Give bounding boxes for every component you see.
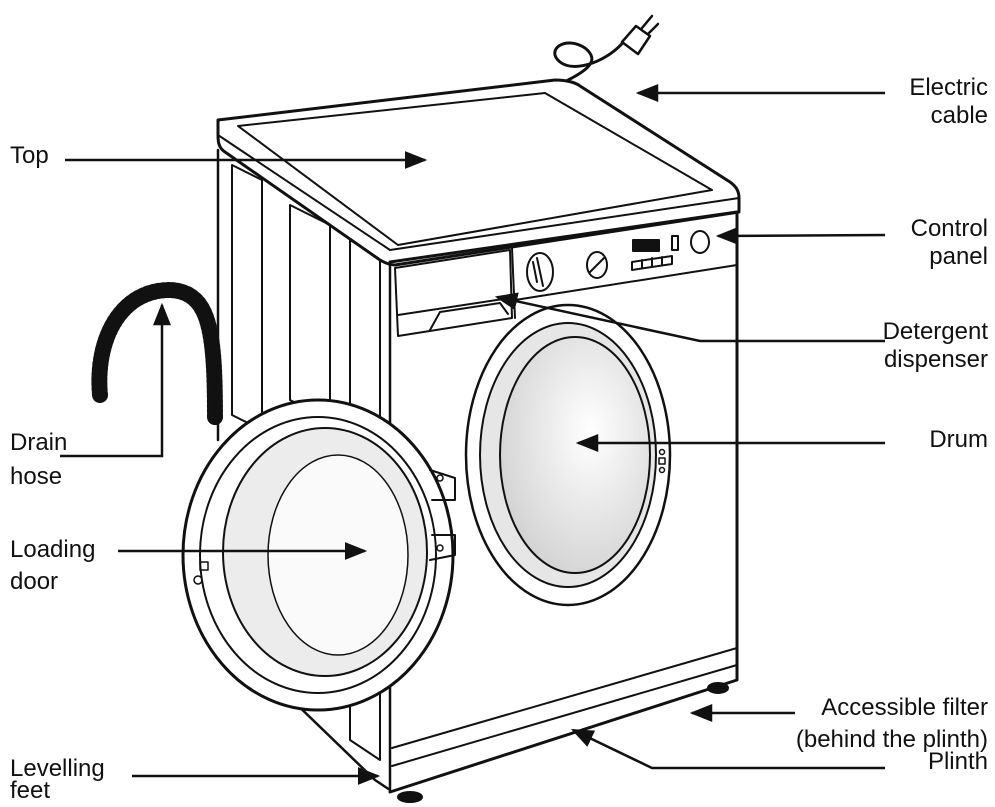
label-line: Loading xyxy=(10,536,96,563)
label-accessible-filter: Accessible filter (behind the plinth) xyxy=(796,692,988,756)
label-loading-door: Loading door xyxy=(10,534,95,598)
front-panel xyxy=(388,210,739,794)
label-line: Drain xyxy=(10,429,68,456)
label-line: cable xyxy=(930,102,988,129)
label-line: Drum xyxy=(929,426,988,453)
label-line: Detergent xyxy=(882,318,988,345)
label-line: hose xyxy=(10,463,63,490)
label-line: panel xyxy=(929,243,988,270)
label-electric-cable: Electric cable xyxy=(909,74,988,130)
label-line: Accessible filter xyxy=(821,694,988,721)
leader-plinth xyxy=(570,728,885,770)
label-drum: Drum xyxy=(929,426,988,454)
label-top: Top xyxy=(10,142,49,170)
leader-control-panel xyxy=(715,226,886,245)
electric-cable xyxy=(553,14,660,86)
label-detergent-dispenser: Detergent dispenser xyxy=(883,318,988,374)
label-line: Top xyxy=(10,142,49,169)
label-control-panel: Control panel xyxy=(911,215,988,271)
control-panel xyxy=(511,230,738,319)
label-drain-hose: Drain hose xyxy=(10,426,67,494)
leader-detergent-dispenser xyxy=(494,292,885,343)
label-line: dispenser xyxy=(883,346,988,373)
top-panel xyxy=(216,78,741,267)
label-line: door xyxy=(10,568,59,595)
label-plinth: Plinth xyxy=(928,748,988,776)
drain-hose xyxy=(91,282,223,428)
label-line: Control xyxy=(910,215,988,242)
plinth xyxy=(391,647,738,803)
label-line: Electric xyxy=(909,74,988,101)
drum xyxy=(464,303,672,607)
label-line: Levelling xyxy=(10,755,105,782)
leader-drain-hose xyxy=(60,302,171,458)
label-levelling-feet: Levelling feet xyxy=(10,755,105,804)
label-line: Plinth xyxy=(927,748,988,775)
loading-door xyxy=(181,398,456,712)
label-line: (behind the plinth) xyxy=(795,726,988,753)
label-line: feet xyxy=(10,777,51,804)
